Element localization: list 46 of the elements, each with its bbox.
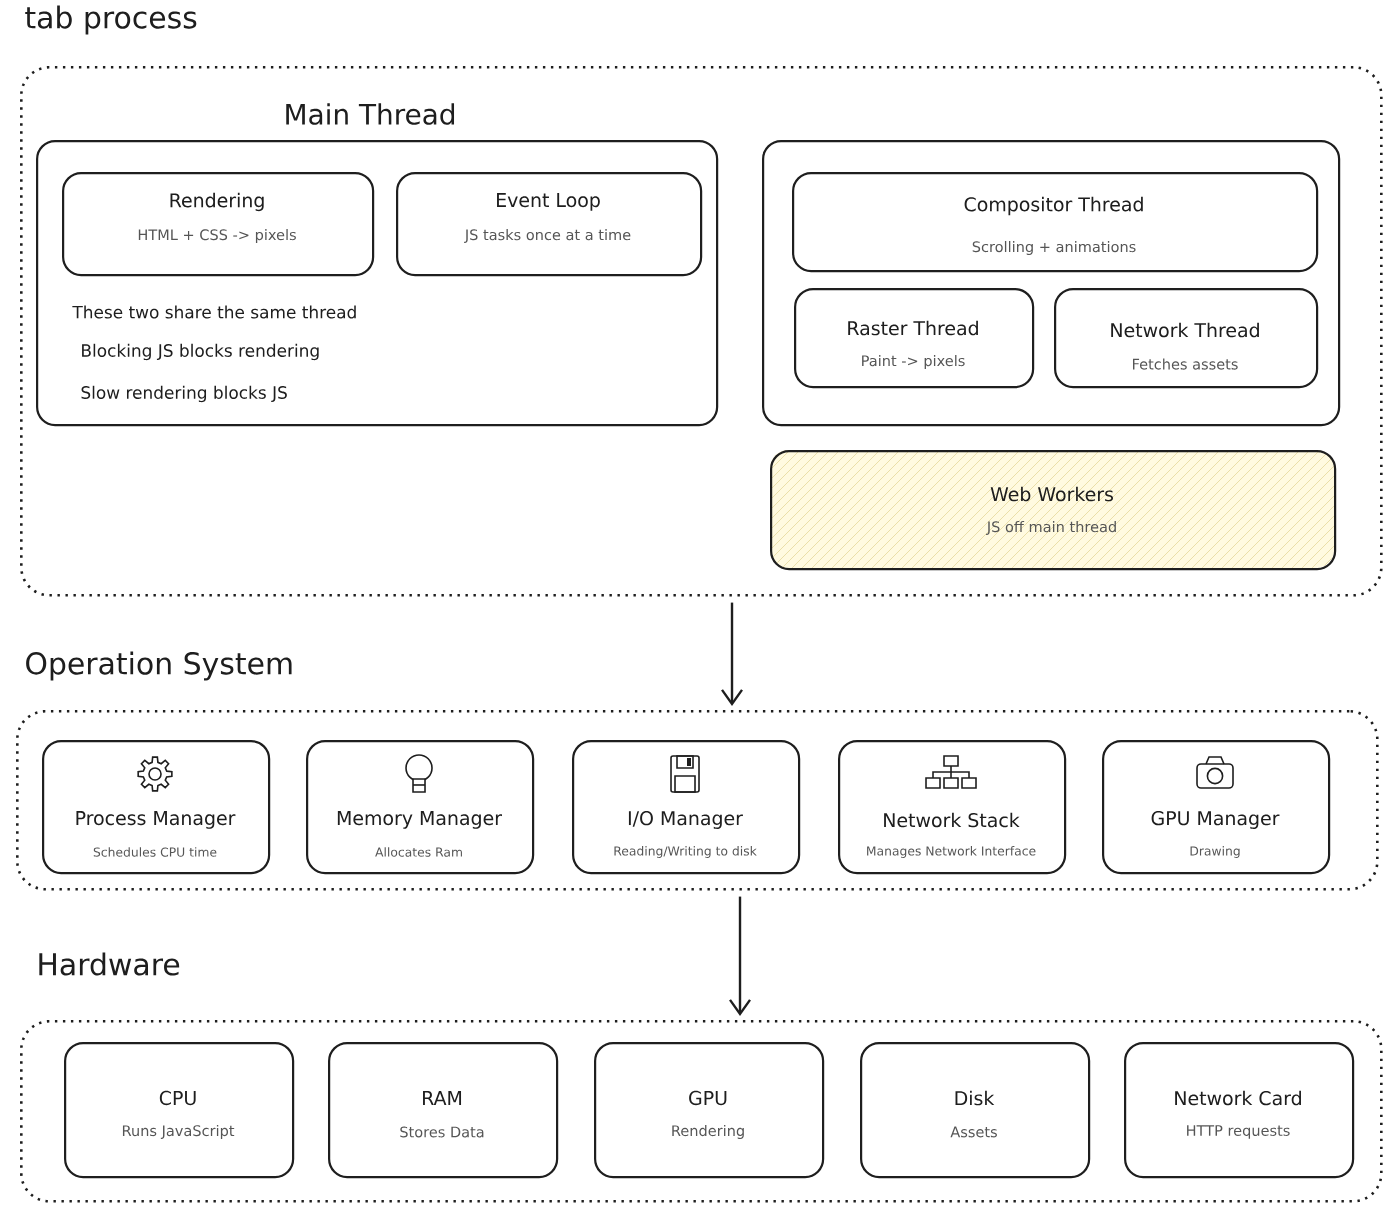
rounded-box bbox=[1124, 1042, 1355, 1179]
section-heading: Operation System bbox=[26, 651, 292, 681]
rounded-box bbox=[42, 740, 271, 875]
node-title: GPU bbox=[689, 1090, 727, 1106]
rounded-box bbox=[64, 1042, 295, 1179]
node-title: Network Stack bbox=[884, 812, 1020, 828]
section-heading: tab process bbox=[25, 5, 197, 35]
note-text: Blocking JS blocks rendering bbox=[82, 343, 319, 361]
node-title: RAM bbox=[423, 1091, 462, 1105]
rounded-box bbox=[328, 1042, 559, 1179]
node-title: Event Loop bbox=[497, 193, 600, 211]
section-heading: Hardware bbox=[39, 952, 180, 976]
rounded-box bbox=[1102, 740, 1331, 875]
node-title: Memory Manager bbox=[337, 811, 502, 829]
rounded-box bbox=[1054, 288, 1319, 389]
node-title: I/O Manager bbox=[628, 811, 743, 829]
panel-heading: Main Thread bbox=[286, 103, 454, 125]
dotted-frame bbox=[20, 952, 1383, 1203]
node-title: Disk bbox=[955, 1090, 995, 1106]
node-title: Network Thread bbox=[1111, 322, 1259, 338]
arrow bbox=[721, 602, 743, 706]
rounded-box bbox=[396, 172, 703, 277]
rounded-box bbox=[36, 103, 719, 427]
node-title: Network Card bbox=[1175, 1090, 1301, 1106]
rounded-box bbox=[594, 1042, 825, 1179]
arrow bbox=[729, 896, 751, 1016]
node-title: Rendering bbox=[170, 192, 264, 212]
dotted-frame bbox=[20, 5, 1383, 597]
node-title: GPU Manager bbox=[1151, 811, 1280, 829]
node-title: Process Manager bbox=[76, 811, 236, 829]
rounded-box bbox=[860, 1042, 1091, 1179]
rounded-box bbox=[306, 740, 535, 875]
note-text: These two share the same thread bbox=[72, 305, 356, 319]
node-title: Raster Thread bbox=[848, 320, 978, 336]
rounded-box bbox=[838, 740, 1067, 875]
rounded-box bbox=[572, 740, 801, 875]
node-title: CPU bbox=[159, 1090, 196, 1106]
rounded-box bbox=[794, 288, 1035, 389]
rounded-box bbox=[762, 140, 1341, 427]
rounded-box bbox=[62, 172, 375, 277]
node-title: Compositor Thread bbox=[964, 196, 1143, 216]
rounded-box bbox=[792, 172, 1319, 273]
hatched-box bbox=[770, 450, 1337, 571]
dotted-frame bbox=[16, 651, 1379, 891]
node-title: Web Workers bbox=[990, 486, 1113, 502]
note-text: Slow rendering blocks JS bbox=[81, 385, 287, 403]
